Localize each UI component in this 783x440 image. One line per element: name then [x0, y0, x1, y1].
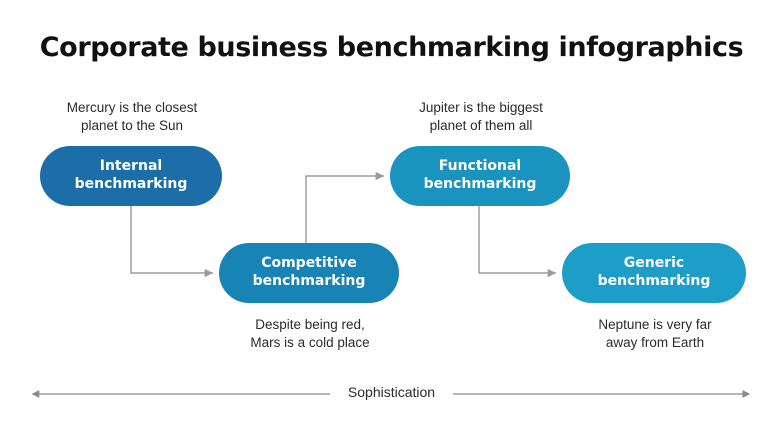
step-caption-competitive-benchmarking: Despite being red, Mars is a cold place: [250, 317, 370, 351]
step-pill-competitive-benchmarking[interactable]: Competitive benchmarking: [219, 243, 399, 303]
step-caption-generic-benchmarking: Neptune is very far away from Earth: [598, 317, 712, 351]
page-title: Corporate business benchmarking infograp…: [39, 32, 744, 63]
sophistication-axis: [31, 390, 751, 398]
step-caption-internal-benchmarking: Mercury is the closest planet to the Sun: [66, 100, 198, 134]
step-pill-label: Functional benchmarking: [423, 158, 537, 192]
step-pill-label: Internal benchmarking: [74, 158, 188, 192]
step-pill-label: Generic benchmarking: [597, 255, 711, 289]
step-pill-generic-benchmarking[interactable]: Generic benchmarking: [562, 243, 746, 303]
connector-competitive-to-functional: [305, 171, 384, 243]
axis-label: Sophistication: [347, 384, 436, 400]
step-pill-internal-benchmarking[interactable]: Internal benchmarking: [40, 146, 222, 206]
step-caption-functional-benchmarking: Jupiter is the biggest planet of them al…: [419, 100, 543, 134]
connector-functional-to-generic: [478, 206, 556, 278]
step-pill-functional-benchmarking[interactable]: Functional benchmarking: [390, 146, 570, 206]
step-pill-label: Competitive benchmarking: [252, 255, 366, 289]
connector-internal-to-competitive: [130, 206, 213, 278]
